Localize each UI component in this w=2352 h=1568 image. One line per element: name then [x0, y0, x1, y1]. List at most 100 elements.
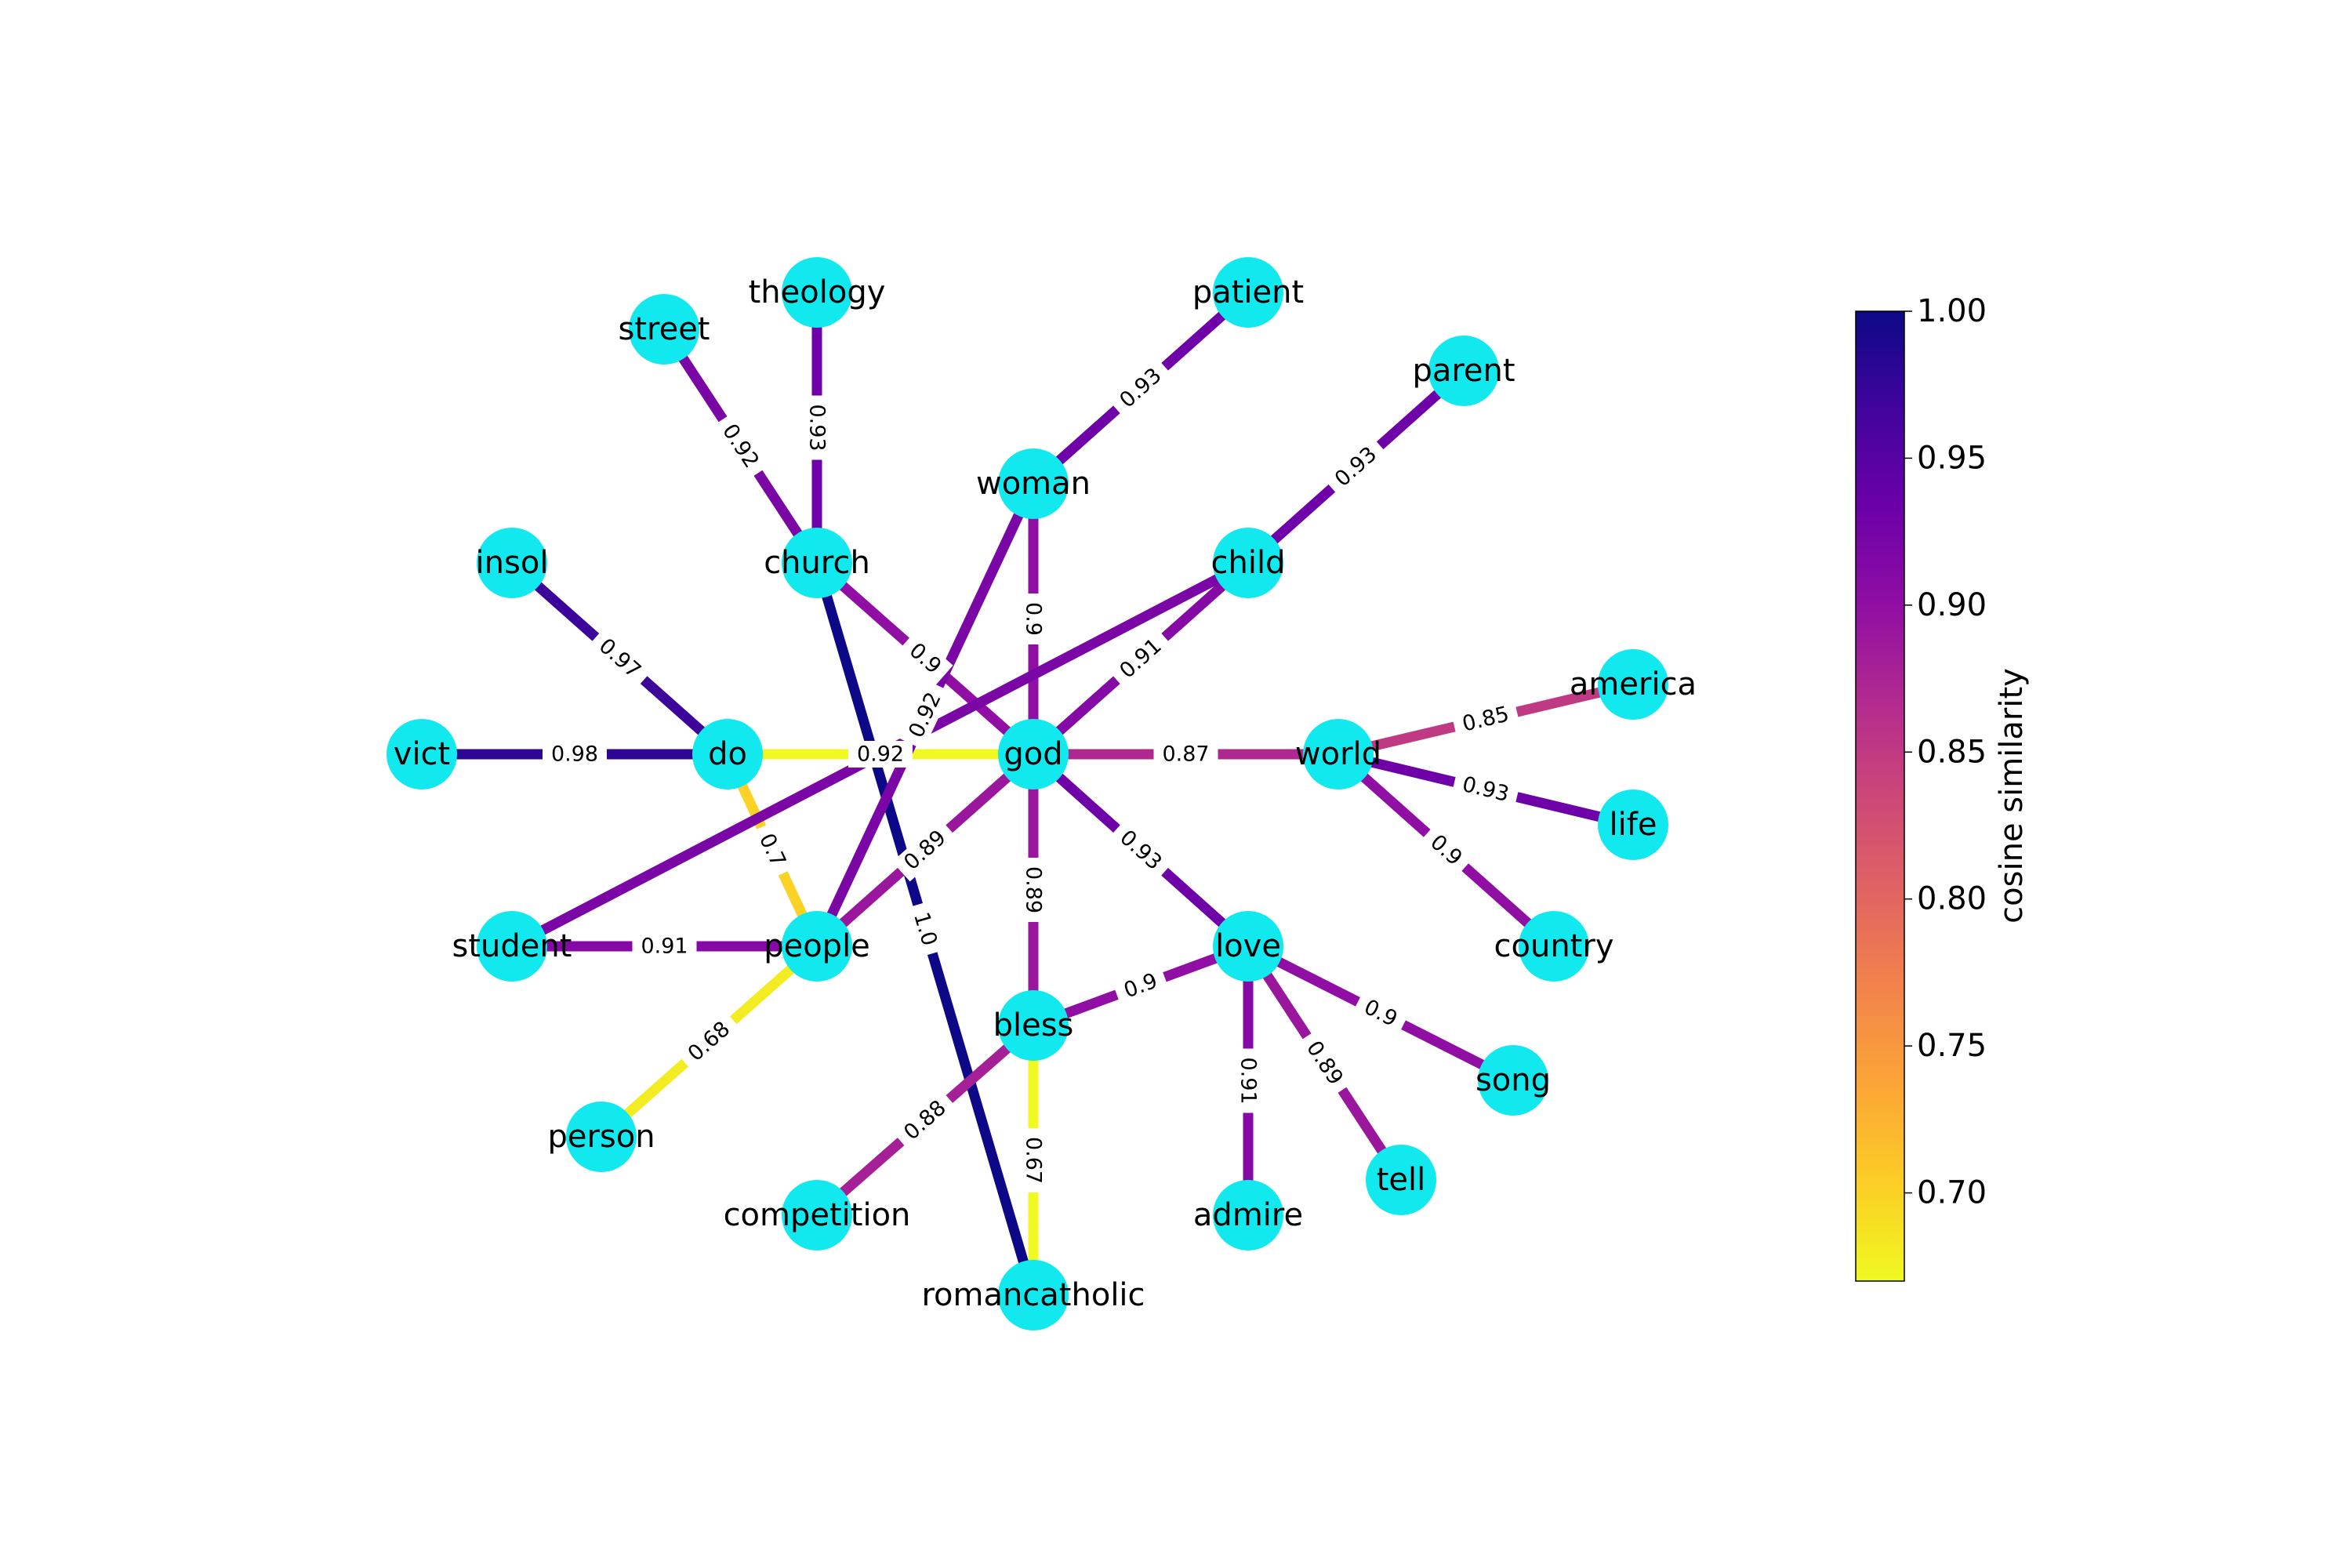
node-circle: [1213, 528, 1283, 598]
node-circle: [1213, 257, 1283, 328]
colorbar-tick-label: 0.75: [1917, 1028, 1987, 1064]
node-label: country: [1494, 928, 1614, 964]
node-world: world: [1295, 719, 1381, 789]
node-circle: [998, 1260, 1069, 1330]
node-label: competition: [724, 1197, 911, 1233]
node-theology: theology: [749, 257, 885, 328]
edge-label-background: [897, 631, 953, 686]
node-vict: vict: [387, 719, 457, 789]
node-church: church: [764, 528, 870, 598]
node-label: life: [1610, 807, 1657, 843]
edge-label-background: [1112, 964, 1170, 1007]
node-circle: [998, 719, 1069, 789]
node-label: street: [619, 311, 710, 347]
edge-label-theology-church: 0.93: [804, 395, 830, 460]
node-label: person: [547, 1119, 655, 1155]
edge-label-background: [749, 821, 796, 880]
node-america: america: [1570, 649, 1697, 720]
node-do: do: [692, 719, 763, 789]
node-circle: [998, 990, 1069, 1061]
edge-weight-label: 0.93: [805, 404, 829, 451]
edge-label-background: [543, 741, 607, 768]
node-child: child: [1211, 528, 1285, 598]
node-circle: [387, 719, 457, 789]
edge-label-god-bless: 0.89: [1020, 858, 1047, 922]
edge-label-student-people: 0.91: [632, 933, 697, 960]
edge-label-background: [804, 395, 830, 460]
node-song: song: [1475, 1045, 1551, 1116]
edge-label-background: [891, 1089, 959, 1152]
colorbar-tick-label: 0.90: [1917, 587, 1987, 623]
edge-label-world-life: 0.93: [1451, 768, 1520, 811]
node-label: patient: [1192, 274, 1304, 310]
node-label: church: [764, 545, 870, 581]
edge-label-bless-competition: 0.88: [891, 1089, 959, 1152]
node-circle: [1213, 911, 1283, 982]
node-label: love: [1215, 928, 1281, 964]
edge-label-patient-woman: 0.93: [1108, 357, 1174, 419]
node-circle: [1428, 336, 1499, 406]
edge-label-love-admire: 0.91: [1235, 1048, 1261, 1113]
node-label: bless: [993, 1007, 1074, 1044]
node-love: love: [1213, 911, 1283, 982]
edge-label-love-tell: 0.89: [1295, 1029, 1354, 1098]
edge-label-background: [1451, 699, 1520, 740]
node-romancatholic: romancatholic: [921, 1260, 1145, 1330]
edge-label-background: [711, 412, 770, 481]
node-circle: [782, 1180, 852, 1250]
edge-label-background: [1020, 1128, 1047, 1192]
colorbar-tick-label: 0.80: [1917, 881, 1987, 917]
node-label: do: [708, 736, 747, 772]
edge-label-do-god: 0.92: [848, 741, 913, 768]
node-label: world: [1295, 736, 1381, 772]
node-circle: [1213, 1180, 1283, 1250]
edge-label-background: [586, 627, 653, 690]
edge-label-people-person: 0.68: [676, 1010, 742, 1073]
node-label: song: [1475, 1062, 1551, 1098]
node-parent: parent: [1412, 336, 1515, 406]
node-label: america: [1570, 666, 1697, 702]
node-circle: [1478, 1045, 1548, 1116]
node-circle: [566, 1102, 637, 1172]
edge-weight-label: 0.89: [1022, 866, 1046, 913]
node-circle: [1598, 649, 1668, 720]
edge-weight-label: 0.93: [1460, 772, 1512, 807]
node-woman: woman: [976, 448, 1091, 519]
colorbar-tick-label: 1.00: [1917, 293, 1987, 329]
edge-label-love-song: 0.9: [1352, 989, 1410, 1037]
edge-label-bless-love: 0.9: [1112, 964, 1170, 1007]
colorbar-title: cosine similarity: [1994, 668, 2030, 924]
edge-label-background: [1020, 593, 1047, 644]
edge-weight-label: 0.91: [641, 935, 688, 959]
node-layer: goddopeopleblesschildwomanchurchworldlov…: [387, 257, 1697, 1330]
edge-label-child-god: 0.91: [1108, 627, 1174, 690]
edge-weight-label: 0.9: [1022, 602, 1046, 636]
edge-label-background: [1352, 989, 1410, 1037]
edge-label-background: [1235, 1048, 1261, 1113]
node-circle: [782, 911, 852, 982]
edge-label-background: [905, 901, 946, 957]
node-circle: [998, 448, 1069, 519]
node-circle: [782, 528, 852, 598]
node-label: romancatholic: [921, 1277, 1145, 1313]
edge-label-god-love: 0.93: [1108, 818, 1174, 882]
edge-weight-label: 0.87: [1162, 742, 1209, 767]
edge-weight-label: 0.92: [857, 742, 904, 767]
node-label: vict: [394, 736, 450, 772]
node-label: admire: [1193, 1197, 1303, 1233]
node-patient: patient: [1192, 257, 1304, 328]
node-people: people: [764, 911, 870, 982]
edge-label-woman-god: 0.9: [1020, 593, 1047, 644]
colorbar-ticks: 0.700.750.800.850.900.951.00: [1904, 293, 1987, 1211]
edge-label-insol-do: 0.97: [586, 627, 653, 690]
edge-label-background: [1323, 435, 1389, 499]
node-street: street: [619, 294, 710, 365]
edge-label-background: [1153, 741, 1218, 768]
node-label: student: [452, 928, 572, 964]
edge-label-woman-people: 0.92: [899, 680, 951, 750]
edge-label-vict-do: 0.98: [543, 741, 607, 768]
edge-weight-label: 0.91: [1236, 1057, 1261, 1104]
node-label: parent: [1412, 353, 1515, 389]
edge-label-background: [899, 680, 951, 750]
